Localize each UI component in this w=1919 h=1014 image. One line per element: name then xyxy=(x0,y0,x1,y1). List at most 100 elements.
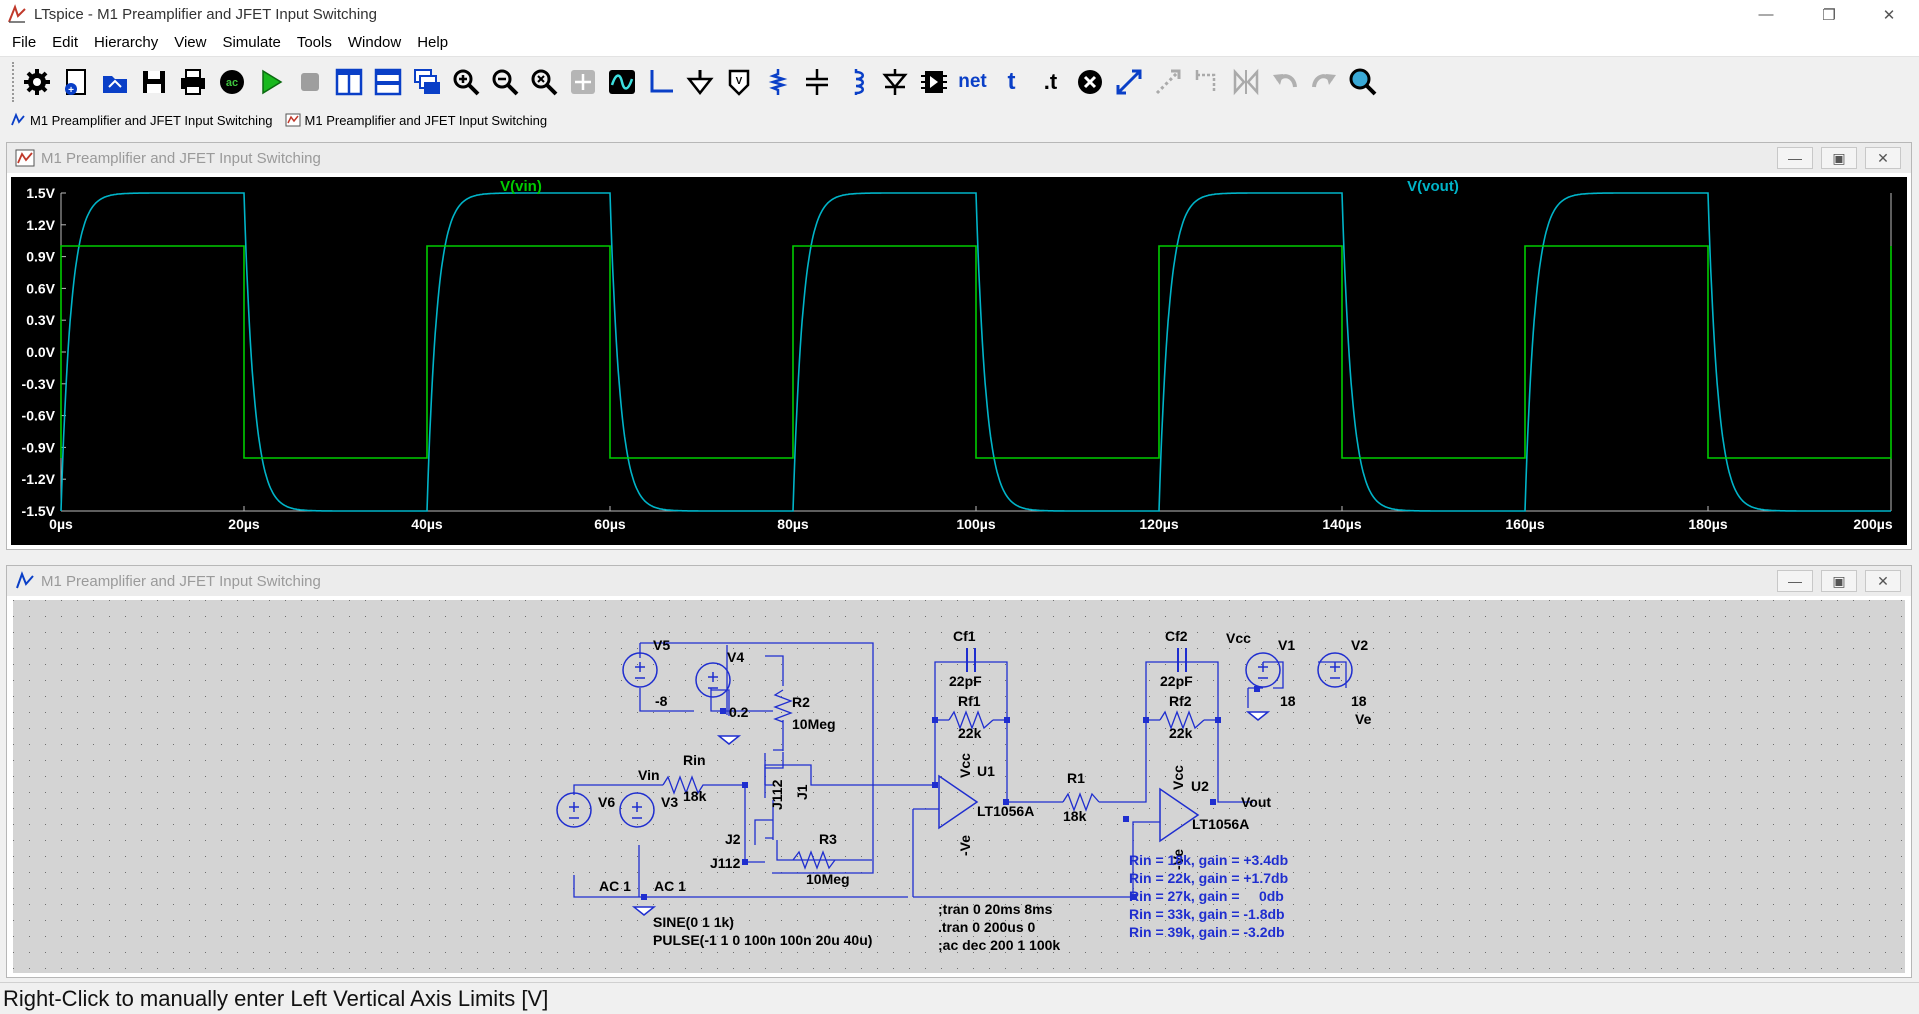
resistor-icon[interactable] xyxy=(761,66,794,99)
menu-window[interactable]: Window xyxy=(347,33,402,51)
y-tick-label: 0.9V xyxy=(26,249,55,265)
note-2[interactable]: Rin = 22k, gain = +1.7db xyxy=(1129,870,1288,886)
menu-file[interactable]: File xyxy=(12,33,37,51)
new-schematic-icon[interactable]: + xyxy=(59,66,92,99)
legend-vin[interactable]: V(vin) xyxy=(500,178,542,195)
gain-notes[interactable]: Rin = 18k, gain = +3.4db Rin = 22k, gain… xyxy=(1129,852,1288,940)
undo-icon[interactable] xyxy=(1268,66,1301,99)
u2-name: U2 xyxy=(1191,778,1209,794)
r2-value: 10Meg xyxy=(792,716,836,732)
drag-icon[interactable] xyxy=(1151,66,1184,99)
find-icon[interactable] xyxy=(1346,66,1379,99)
close-button[interactable]: ✕ xyxy=(1882,6,1896,24)
schematic-window-titlebar[interactable]: M1 Preamplifier and JFET Input Switching xyxy=(7,566,1911,596)
waveform-chart[interactable]: 1.5V1.2V0.9V0.6V0.3V0.0V-0.3V-0.6V-0.9V-… xyxy=(11,177,1907,545)
v6-name: V6 xyxy=(598,794,615,810)
settings-icon[interactable] xyxy=(20,66,53,99)
tab-schematic[interactable]: M1 Preamplifier and JFET Input Switching xyxy=(8,112,277,131)
print-icon[interactable] xyxy=(176,66,209,99)
status-bar: Right-Click to manually enter Left Verti… xyxy=(0,982,1919,1013)
note-3[interactable]: Rin = 27k, gain = 0db xyxy=(1129,888,1284,904)
tile-horizontal-icon[interactable] xyxy=(371,66,404,99)
redo-icon[interactable] xyxy=(1307,66,1340,99)
y-tick-label: 0.6V xyxy=(26,280,55,296)
zoom-out-icon[interactable] xyxy=(488,66,521,99)
schematic-window[interactable]: M1 Preamplifier and JFET Input Switching… xyxy=(6,565,1912,978)
v3-value: AC 1 xyxy=(654,878,686,894)
run-icon[interactable] xyxy=(254,66,287,99)
component-icon[interactable] xyxy=(917,66,950,99)
menu-tools[interactable]: Tools xyxy=(296,33,332,51)
legend-vout[interactable]: V(vout) xyxy=(1407,178,1459,195)
schematic-maximize-button[interactable]: ▣ xyxy=(1821,570,1857,592)
menu-view[interactable]: View xyxy=(174,33,207,51)
rotate-icon[interactable] xyxy=(1190,66,1223,99)
u1-name: U1 xyxy=(977,763,995,779)
waveform-window-titlebar[interactable]: M1 Preamplifier and JFET Input Switching xyxy=(7,143,1911,173)
note-5[interactable]: Rin = 39k, gain = -3.2db xyxy=(1129,924,1285,940)
menu-edit[interactable]: Edit xyxy=(52,33,79,51)
minimize-button[interactable]: — xyxy=(1758,6,1774,23)
menu-hierarchy[interactable]: Hierarchy xyxy=(94,33,159,51)
j1-model: J112 xyxy=(769,779,785,810)
halt-icon[interactable] xyxy=(293,66,326,99)
y-tick-label: -0.3V xyxy=(22,376,56,392)
zoom-fit-icon[interactable] xyxy=(527,66,560,99)
net-ve: Ve xyxy=(1355,711,1372,727)
menu-help[interactable]: Help xyxy=(417,33,449,51)
spice-directives[interactable]: ;tran 0 20ms 8ms .tran 0 200us 0 ;ac dec… xyxy=(938,901,1060,953)
tab-waveform[interactable]: M1 Preamplifier and JFET Input Switching xyxy=(283,112,552,131)
net-labels: Vin Vout Vcc Ve Vcc -Ve Vcc -Ve xyxy=(638,630,1372,870)
directive-3[interactable]: ;ac dec 200 1 100k xyxy=(938,937,1060,953)
rin-name: Rin xyxy=(683,752,706,768)
menu-simulate[interactable]: Simulate xyxy=(222,33,281,51)
label-node-icon[interactable]: V xyxy=(722,66,755,99)
wire-icon[interactable] xyxy=(644,66,677,99)
note-4[interactable]: Rin = 33k, gain = -1.8db xyxy=(1129,906,1285,922)
rin-value: 18k xyxy=(683,788,707,804)
schematic-close-button[interactable]: ✕ xyxy=(1865,570,1901,592)
grounds xyxy=(631,711,1271,916)
diode-icon[interactable] xyxy=(878,66,911,99)
cascade-icon[interactable] xyxy=(410,66,443,99)
mirror-icon[interactable] xyxy=(1229,66,1262,99)
zoom-in-icon[interactable] xyxy=(449,66,482,99)
text-button[interactable]: t xyxy=(1007,68,1016,95)
ground-icon[interactable] xyxy=(683,66,716,99)
waveform-close-button[interactable]: ✕ xyxy=(1865,147,1901,169)
note-1[interactable]: Rin = 18k, gain = +3.4db xyxy=(1129,852,1288,868)
schematic-canvas[interactable]: V5 -8 V4 0.2 R2 10Meg Rin 18k J1 J112 J2… xyxy=(13,600,1905,973)
y-tick-label: 0.3V xyxy=(26,312,55,328)
capacitor-icon[interactable] xyxy=(800,66,833,99)
series-vin-line[interactable] xyxy=(60,245,1892,459)
autoscale-icon[interactable] xyxy=(605,66,638,99)
open-icon[interactable] xyxy=(98,66,131,99)
delete-icon[interactable] xyxy=(1073,66,1106,99)
inductor-icon[interactable] xyxy=(839,66,872,99)
waveform-minimize-button[interactable]: — xyxy=(1777,147,1813,169)
waveform-window[interactable]: M1 Preamplifier and JFET Input Switching… xyxy=(6,142,1912,550)
waveform-maximize-button[interactable]: ▣ xyxy=(1821,147,1857,169)
pan-icon[interactable] xyxy=(566,66,599,99)
spice-directive-button[interactable]: .t xyxy=(1043,69,1058,94)
schematic-icon xyxy=(11,112,25,126)
schematic-minimize-button[interactable]: — xyxy=(1777,570,1813,592)
restore-button[interactable]: ❐ xyxy=(1822,6,1836,24)
y-tick-label: -1.5V xyxy=(22,503,56,519)
x-tick-label: 160µs xyxy=(1505,516,1544,532)
schematic-drawing[interactable]: V5 -8 V4 0.2 R2 10Meg Rin 18k J1 J112 J2… xyxy=(13,600,1905,973)
ac-analysis-icon[interactable]: ac xyxy=(215,66,248,99)
series-vout-line[interactable] xyxy=(60,192,1891,512)
net-label-button[interactable]: net xyxy=(958,71,987,92)
directive-2[interactable]: .tran 0 200us 0 xyxy=(938,919,1035,935)
title-bar: LTspice - M1 Preamplifier and JFET Input… xyxy=(0,0,1919,29)
x-tick-label: 180µs xyxy=(1688,516,1727,532)
tile-vertical-icon[interactable] xyxy=(332,66,365,99)
save-icon[interactable] xyxy=(137,66,170,99)
cf1-value: 22pF xyxy=(949,673,982,689)
directive-1[interactable]: ;tran 0 20ms 8ms xyxy=(938,901,1053,917)
x-tick-label: 80µs xyxy=(777,516,809,532)
r3-name: R3 xyxy=(819,831,837,847)
move-icon[interactable] xyxy=(1112,66,1145,99)
